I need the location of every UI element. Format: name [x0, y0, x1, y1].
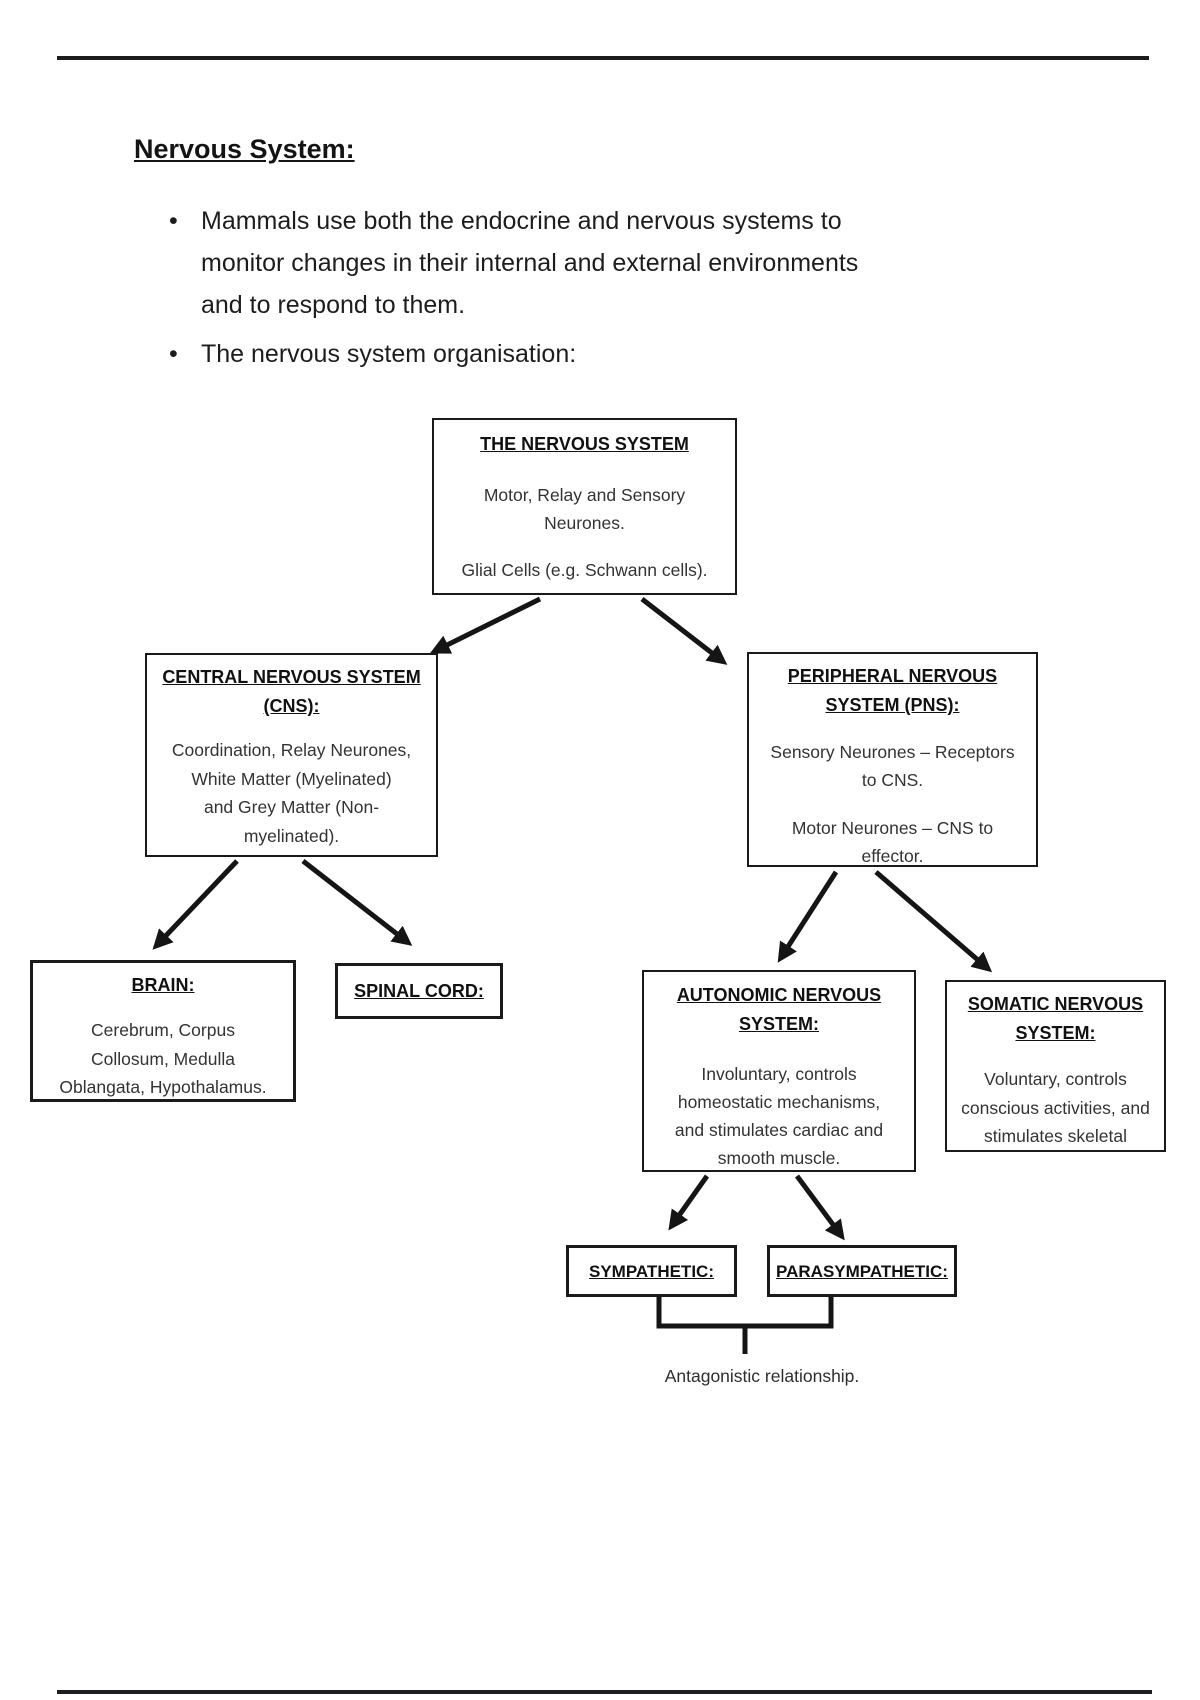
node-pns-text: Motor Neurones – CNS to effector.: [791, 818, 994, 866]
node-somatic-title: SOMATIC NERVOUS SYSTEM:: [967, 994, 1144, 1043]
node-somatic-text: Voluntary, controls conscious activities…: [961, 1069, 1150, 1146]
arrow-pns-to-somatic: [874, 870, 993, 973]
arrow-ns-to-pns: [640, 597, 728, 665]
page-title: Nervous System:: [134, 134, 355, 164]
node-spinal-cord: SPINAL CORD:: [335, 963, 503, 1019]
bullet-text: The nervous system organisation:: [201, 340, 577, 368]
bullet-text: Mammals use both the endocrine and nervo…: [201, 207, 859, 319]
arrow-autonomic-to-parasympathetic: [794, 1174, 845, 1241]
node-somatic-nervous-system: SOMATIC NERVOUS SYSTEM: Voluntary, contr…: [945, 980, 1166, 1152]
node-central-nervous-system: CENTRAL NERVOUS SYSTEM (CNS): Coordinati…: [145, 653, 438, 857]
node-cns-title: CENTRAL NERVOUS SYSTEM (CNS):: [162, 667, 421, 716]
bullet-dot-icon: •: [169, 340, 178, 368]
diagram-caption: Antagonistic relationship.: [664, 1366, 860, 1386]
node-nervous-system-title: THE NERVOUS SYSTEM: [480, 434, 689, 454]
node-spinal-cord-title: SPINAL CORD:: [354, 980, 484, 1001]
node-sympathetic: SYMPATHETIC:: [566, 1245, 737, 1297]
node-nervous-system: THE NERVOUS SYSTEM Motor, Relay and Sens…: [432, 418, 737, 595]
node-autonomic-title: AUTONOMIC NERVOUS SYSTEM:: [676, 985, 882, 1034]
bullet-list: • Mammals use both the endocrine and ner…: [168, 200, 968, 382]
node-brain: BRAIN: Cerebrum, Corpus Collosum, Medull…: [30, 960, 296, 1102]
arrow-ns-to-cns: [429, 596, 542, 654]
node-peripheral-nervous-system: PERIPHERAL NERVOUS SYSTEM (PNS): Sensory…: [747, 652, 1038, 867]
header-rule: [57, 56, 1149, 60]
node-autonomic-nervous-system: AUTONOMIC NERVOUS SYSTEM: Involuntary, c…: [642, 970, 916, 1172]
node-autonomic-text: Involuntary, controls homeostatic mechan…: [674, 1064, 884, 1168]
bullet-dot-icon: •: [169, 207, 178, 235]
node-pns-title: PERIPHERAL NERVOUS SYSTEM (PNS):: [787, 666, 998, 715]
node-sympathetic-title: SYMPATHETIC:: [589, 1261, 714, 1281]
node-brain-title: BRAIN:: [131, 975, 195, 995]
node-nervous-system-text: Glial Cells (e.g. Schwann cells).: [461, 560, 708, 580]
node-cns-text: Coordination, Relay Neurones, White Matt…: [171, 740, 412, 846]
node-brain-text: Cerebrum, Corpus Collosum, Medulla Oblan…: [59, 1020, 267, 1097]
arrow-cns-to-brain: [152, 859, 239, 950]
antagonistic-bracket: [656, 1297, 834, 1329]
footer-rule: [57, 1690, 1152, 1694]
node-pns-text: Sensory Neurones – Receptors to CNS.: [770, 742, 1015, 790]
bullet-item: • The nervous system organisation:: [168, 333, 968, 375]
node-parasympathetic: PARASYMPATHETIC:: [767, 1245, 957, 1297]
arrow-autonomic-to-sympathetic: [668, 1174, 710, 1231]
node-nervous-system-text: Motor, Relay and Sensory Neurones.: [483, 485, 686, 533]
node-parasympathetic-title: PARASYMPATHETIC:: [776, 1261, 948, 1281]
arrow-cns-to-spinal-cord: [301, 859, 413, 946]
bullet-item: • Mammals use both the endocrine and ner…: [168, 200, 968, 326]
arrow-pns-to-autonomic: [777, 870, 839, 963]
